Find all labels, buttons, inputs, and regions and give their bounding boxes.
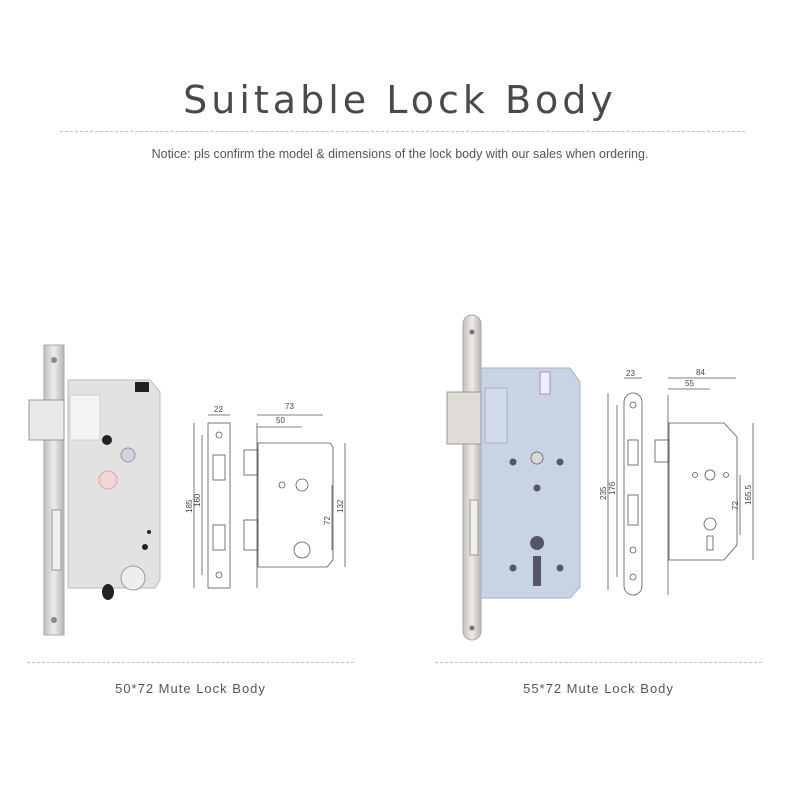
svg-text:185: 185 bbox=[185, 499, 194, 513]
product-caption-1: 50*72 Mute Lock Body bbox=[115, 681, 266, 696]
svg-text:50: 50 bbox=[276, 416, 285, 425]
product-divider-2 bbox=[435, 662, 762, 663]
svg-text:84: 84 bbox=[696, 368, 705, 377]
svg-text:235: 235 bbox=[599, 486, 608, 500]
product-photo-2 bbox=[440, 310, 590, 645]
product-drawing-1: 22 185 160 73 50 72 132 bbox=[180, 395, 360, 595]
product-drawing-2: 23 235 176 84 55 72 165.5 bbox=[590, 365, 770, 615]
page-title: Suitable Lock Body bbox=[183, 78, 617, 122]
svg-text:55: 55 bbox=[685, 379, 694, 388]
svg-text:23: 23 bbox=[626, 369, 635, 378]
svg-text:176: 176 bbox=[608, 481, 617, 495]
svg-text:73: 73 bbox=[285, 402, 294, 411]
svg-text:160: 160 bbox=[193, 493, 202, 507]
product-caption-2: 55*72 Mute Lock Body bbox=[523, 681, 674, 696]
notice-text: Notice: pls confirm the model & dimensio… bbox=[151, 147, 649, 161]
svg-text:22: 22 bbox=[214, 405, 223, 414]
title-divider bbox=[60, 131, 745, 132]
product-photo-1 bbox=[25, 340, 175, 640]
svg-text:72: 72 bbox=[731, 501, 740, 510]
svg-text:72: 72 bbox=[323, 516, 332, 525]
product-divider-1 bbox=[27, 662, 354, 663]
svg-text:165.5: 165.5 bbox=[744, 484, 753, 505]
svg-text:132: 132 bbox=[336, 499, 345, 513]
